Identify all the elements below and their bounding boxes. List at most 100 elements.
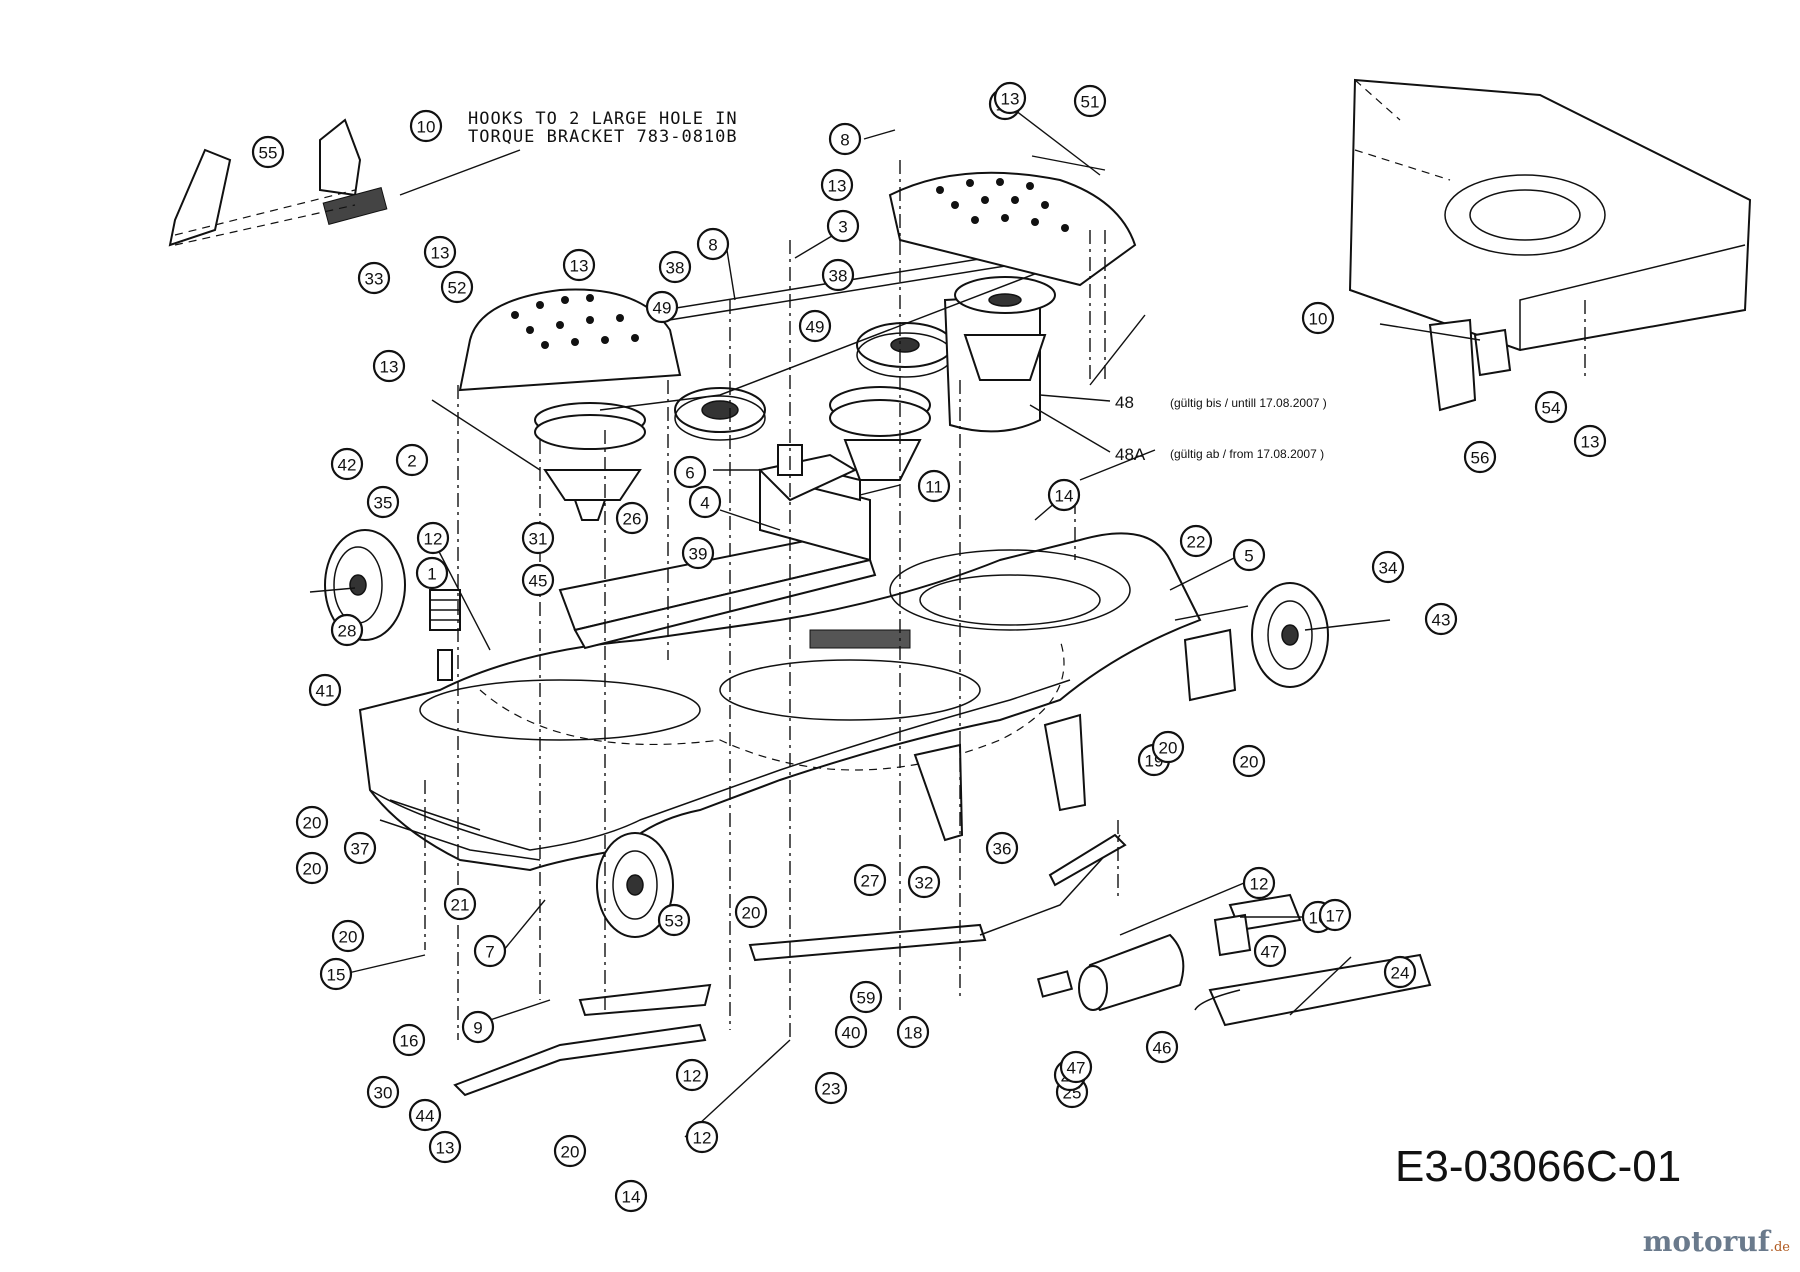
callout-31: 31 [521, 521, 555, 555]
callout-23: 23 [814, 1071, 848, 1105]
callout-label: 37 [351, 840, 370, 859]
callout-44: 44 [408, 1098, 442, 1132]
callout-34: 34 [1371, 550, 1405, 584]
callout-label: 8 [840, 131, 849, 150]
callout-24: 24 [1383, 955, 1417, 989]
callout-11: 11 [917, 469, 951, 503]
callout-label: 11 [925, 478, 943, 497]
callout-14: 14 [1047, 478, 1081, 512]
callout-label: 59 [857, 989, 876, 1008]
callout-36: 36 [985, 831, 1019, 865]
callout-label: 3 [838, 218, 847, 237]
callout-label: 20 [303, 814, 322, 833]
callout-8: 8 [696, 227, 730, 261]
callout-label: 38 [666, 259, 685, 278]
assembly-note: HOOKS TO 2 LARGE HOLE IN TORQUE BRACKET … [399, 109, 738, 196]
callout-20: 20 [295, 851, 329, 885]
callout-label: 13 [380, 358, 399, 377]
callout-label: 47 [1067, 1059, 1086, 1078]
callout-label: 12 [424, 530, 443, 549]
callout-20: 20 [331, 919, 365, 953]
callout-label: 14 [1055, 487, 1074, 506]
variant-48a-validity: (gültig ab / from 17.08.2007 ) [1170, 447, 1324, 461]
callout-13: 13 [428, 1130, 462, 1164]
watermark-logo: motoruf.de [1643, 1225, 1790, 1258]
callout-41: 41 [308, 673, 342, 707]
callout-label: 15 [327, 966, 346, 985]
callout-label: 52 [448, 279, 467, 298]
callout-13: 13 [820, 168, 854, 202]
variant-48-validity: (gültig bis / untill 17.08.2007 ) [1170, 396, 1327, 410]
note-line-1: HOOKS TO 2 LARGE HOLE IN [468, 109, 738, 129]
callout-label: 49 [806, 318, 825, 337]
callout-59: 59 [849, 980, 883, 1014]
callout-49: 49 [798, 309, 832, 343]
callout-label: 13 [828, 177, 847, 196]
callout-56: 56 [1463, 440, 1497, 474]
callout-3: 3 [826, 209, 860, 243]
callout-21: 21 [443, 887, 477, 921]
callout-16: 16 [392, 1023, 426, 1057]
callout-label: 55 [259, 144, 278, 163]
callout-20: 20 [553, 1134, 587, 1168]
watermark-tld: .de [1769, 1240, 1790, 1255]
callout-12: 12 [685, 1120, 719, 1154]
callout-13: 13 [993, 81, 1027, 115]
callout-10: 10 [409, 109, 443, 143]
callout-43: 43 [1424, 602, 1458, 636]
callout-52: 52 [440, 270, 474, 304]
callout-label: 49 [653, 299, 672, 318]
callout-label: 56 [1471, 449, 1490, 468]
callout-label: 1 [427, 565, 436, 584]
callout-label: 34 [1379, 559, 1398, 578]
callout-label: 9 [473, 1019, 482, 1038]
callout-label: 32 [915, 874, 934, 893]
callout-label: 28 [338, 622, 357, 641]
callout-label: 20 [561, 1143, 580, 1162]
callout-33: 33 [357, 261, 391, 295]
callout-label: 17 [1326, 907, 1345, 926]
callout-26: 26 [615, 501, 649, 535]
callout-label: 51 [1081, 93, 1100, 112]
callout-label: 22 [1187, 533, 1206, 552]
callout-13: 13 [423, 235, 457, 269]
drawing-code: E3-03066C-01 [1395, 1142, 1681, 1191]
callout-label: 41 [316, 682, 335, 701]
callout-label: 18 [904, 1024, 923, 1043]
callout-label: 13 [1001, 90, 1020, 109]
callout-32: 32 [907, 865, 941, 899]
callout-54: 54 [1534, 390, 1568, 424]
callout-13: 13 [1573, 424, 1607, 458]
callout-label: 20 [339, 928, 358, 947]
callout-20: 20 [1151, 730, 1185, 764]
callout-7: 7 [473, 934, 507, 968]
callout-label: 44 [416, 1107, 435, 1126]
callout-18: 18 [896, 1015, 930, 1049]
callout-label: 46 [1153, 1039, 1172, 1058]
callout-label: 45 [529, 572, 548, 591]
callout-10: 10 [1301, 301, 1335, 335]
callout-label: 16 [400, 1032, 419, 1051]
callout-13: 13 [562, 248, 596, 282]
callout-22: 22 [1179, 524, 1213, 558]
callout-label: 14 [622, 1188, 641, 1207]
callout-label: 10 [1309, 310, 1328, 329]
callout-28: 28 [330, 613, 364, 647]
callout-label: 2 [407, 452, 416, 471]
callout-label: 12 [1250, 875, 1269, 894]
callout-label: 54 [1542, 399, 1561, 418]
variant-48a-label: 48A [1115, 445, 1146, 464]
callout-label: 31 [529, 530, 548, 549]
callout-39: 39 [681, 536, 715, 570]
note-line-2: TORQUE BRACKET 783-0810B [468, 127, 738, 147]
callout-20: 20 [295, 805, 329, 839]
callout-label: 36 [993, 840, 1012, 859]
callout-label: 20 [1159, 739, 1178, 758]
callout-8: 8 [828, 122, 862, 156]
callout-label: 35 [374, 494, 393, 513]
callout-42: 42 [330, 447, 364, 481]
callout-6: 6 [673, 455, 707, 489]
callout-label: 43 [1432, 611, 1451, 630]
callout-14: 14 [614, 1179, 648, 1213]
callout-45: 45 [521, 563, 555, 597]
